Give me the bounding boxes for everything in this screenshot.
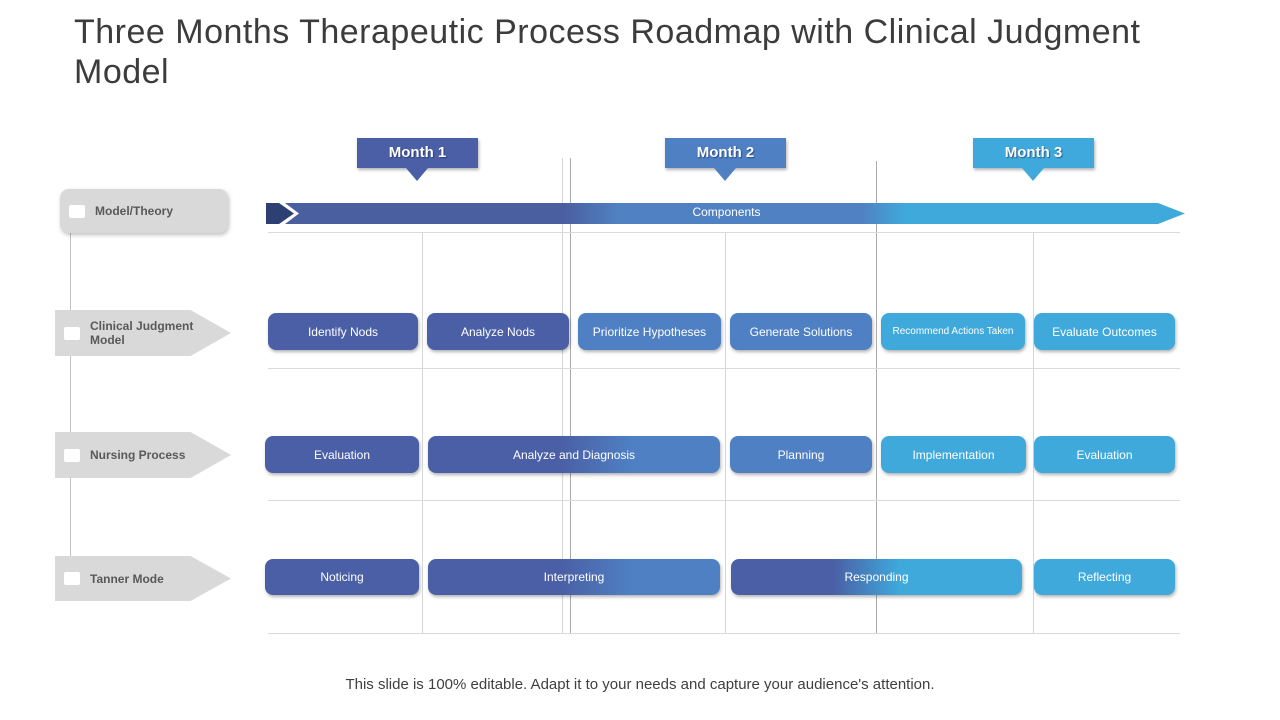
row-label-text: Tanner Mode [90, 571, 164, 586]
footer-note: This slide is 100% editable. Adapt it to… [345, 676, 935, 693]
month-3-pointer-icon [1022, 168, 1044, 181]
task-block: Generate Solutions [730, 313, 872, 350]
grid-hline [268, 633, 1180, 634]
task-block: Identify Nods [268, 313, 418, 350]
row-label-clinical-judgment-model: Clinical Judgment Model [55, 310, 231, 356]
row-label-nursing-process: Nursing Process [55, 432, 231, 478]
task-block: Recommend Actions Taken [881, 313, 1025, 350]
month-1-pointer-icon [406, 168, 428, 181]
task-block: Evaluate Outcomes [1034, 313, 1175, 350]
month-2-header: Month 2 [665, 138, 786, 168]
task-block: Evaluation [265, 436, 419, 473]
grid-vline [422, 232, 423, 633]
task-block: Implementation [881, 436, 1026, 473]
task-block: Noticing [265, 559, 419, 595]
task-block: Evaluation [1034, 436, 1175, 473]
components-timeline-arrow [266, 203, 1185, 224]
grid-vline [562, 158, 563, 633]
grid-hline [268, 368, 1180, 369]
month-1-header: Month 1 [357, 138, 478, 168]
bar-body [285, 203, 1185, 224]
checkbox-square-icon [64, 326, 80, 340]
row-label-text: Clinical Judgment Model [90, 319, 194, 347]
bar-start-chevron-icon [266, 203, 294, 224]
grid-vline-month-divider [876, 161, 877, 633]
grid-hline [268, 232, 1180, 233]
task-block: Reflecting [1034, 559, 1175, 595]
grid-hline [268, 500, 1180, 501]
month-2-pointer-icon [714, 168, 736, 181]
task-block: Analyze and Diagnosis [428, 436, 720, 473]
grid-vline-month-divider [570, 158, 571, 633]
row-label-model-theory: Model/Theory [60, 189, 228, 233]
row-label-text: Nursing Process [90, 448, 186, 462]
page-title: Three Months Therapeutic Process Roadmap… [74, 13, 1141, 91]
task-block: Interpreting [428, 559, 720, 595]
task-block: Responding [731, 559, 1022, 595]
row-label-tanner-mode: Tanner Mode [55, 556, 231, 601]
task-block: Prioritize Hypotheses [578, 313, 721, 350]
row-label-connector-line [70, 233, 71, 557]
checkbox-square-icon [64, 572, 80, 585]
checkbox-square-icon [69, 204, 85, 218]
month-3-header: Month 3 [973, 138, 1094, 168]
task-block: Planning [730, 436, 872, 473]
grid-vline [725, 232, 726, 633]
checkbox-square-icon [64, 448, 80, 462]
components-bar-label: Components [692, 205, 761, 219]
task-block: Analyze Nods [427, 313, 569, 350]
row-label-text: Model/Theory [95, 204, 174, 218]
grid-vline [1033, 232, 1034, 633]
